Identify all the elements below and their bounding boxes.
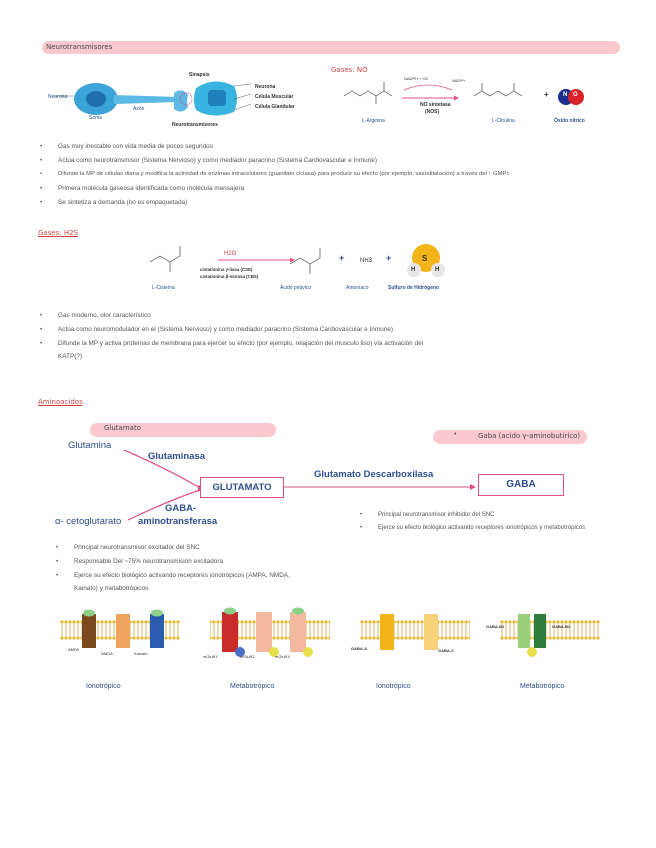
- h2s-atom-s: S: [422, 254, 428, 263]
- h2s-enzyme-1: cistationina γ-liasa (CSE): [200, 267, 253, 272]
- gaba-header-bar: [433, 430, 587, 444]
- no-reaction-diagram: [343, 82, 584, 105]
- alpha-cetoglutarato-label: α- cetoglutarato: [55, 516, 122, 527]
- mglu-label-2: mGluR2: [240, 654, 255, 659]
- gaba-at-label-1: GABA-: [165, 503, 197, 514]
- no-bullet-4: •Primera molécula gaseosa identificada c…: [40, 185, 245, 192]
- no-bullet-1: •Gas muy inestable con vida media de poc…: [40, 143, 213, 150]
- no-cofactor: NADPH + O2: [404, 76, 428, 81]
- h2s-nh3: NH3: [360, 258, 373, 264]
- gaba-bullet-2: •Ejerce su efecto biológico activando re…: [360, 525, 586, 531]
- gaba-header-bullet: •: [454, 431, 457, 438]
- label-metabotropico-2: Metabotrópico: [520, 683, 565, 690]
- h2s-bullet-2: •Actúa como neuromodulador en el (Sistem…: [40, 326, 393, 333]
- target-label-2: Célula Muscular: [255, 94, 294, 100]
- axon-label: Axón: [133, 106, 145, 112]
- h2s-reactant: L-Cisteína: [152, 285, 175, 291]
- neuron-diagram: [54, 81, 252, 116]
- glu-bullet-1: •Principal neurotransmisor excitador del…: [56, 544, 200, 551]
- h2s-atom-h-2: H: [435, 267, 440, 273]
- gaba-c-label: GABA-C: [438, 648, 454, 653]
- h2s-product-3: Sulfuro de Hidrógeno: [388, 285, 440, 291]
- gaba-header: Gaba (acido γ-aminobutírico): [478, 432, 581, 440]
- gaba-b1-label: GABA-B1: [486, 624, 505, 629]
- neuron-label: Neurona: [48, 94, 68, 100]
- glutamato-header-bar: [90, 423, 276, 437]
- h2s-bullet-4: KATP(?): [58, 353, 83, 360]
- no-enzyme-abbr: (NOS): [425, 109, 440, 115]
- glutamato-box: GLUTAMATO: [200, 477, 284, 498]
- h2s-product-2: Amoníaco: [346, 285, 369, 291]
- no-enzyme: NO sintetasa: [420, 102, 451, 108]
- h2s-plus-2: +: [386, 253, 392, 263]
- section-header-neuro: [42, 41, 620, 54]
- mglu-label-3: mGluR4: [275, 654, 290, 659]
- h2s-water: H2O: [224, 251, 237, 257]
- label-ionotropico-1: Ionotrópico: [86, 683, 121, 690]
- glu-receptor-ampa: AMPA: [68, 647, 80, 652]
- label-ionotropico-2: Ionotrópico: [376, 683, 411, 690]
- descarboxilasa-label: Glutamato Descarboxilasa: [314, 469, 434, 480]
- glutamato-header: Glutamato: [104, 424, 141, 432]
- gaba-bullet-1: •Principal neurotransmisor inhibidor del…: [360, 512, 495, 518]
- soma-label: Soma: [89, 115, 103, 121]
- glu-bullet-4: Kainato) y metabotrópicos: [74, 585, 149, 592]
- no-atom-n: N: [563, 92, 568, 98]
- section-title-no: Gases: NO: [331, 66, 368, 74]
- h2s-atom-h-1: H: [411, 267, 416, 273]
- h2s-bullet-1: •Gas moderno, olor característico: [40, 312, 151, 319]
- h2s-plus-1: +: [339, 253, 345, 263]
- glu-receptor-nmda: NMDA: [101, 651, 113, 656]
- h2s-bullet-3: •Difunde la MP y activa proteínas de mem…: [40, 340, 424, 347]
- gaba-box: GABA: [478, 474, 564, 496]
- section-title-h2s: Gases: H2S: [38, 229, 79, 237]
- section-title-aminoacidos: Aminoacidos: [38, 398, 83, 406]
- no-atom-o: O: [573, 92, 578, 98]
- section-title-neuro: Neurotransmisores: [46, 43, 113, 51]
- gaba-a-label: GABA-A: [351, 646, 367, 651]
- h2s-reaction-diagram: [149, 244, 445, 277]
- gaba-b2-label: GABA-B2: [552, 624, 571, 629]
- h2s-product-1: Ácido pirúvico: [280, 285, 312, 291]
- target-label-1: Neurona: [255, 84, 276, 90]
- no-bullet-2: •Actúa como neurotransmisor (Sistema Ner…: [40, 157, 377, 164]
- glu-bullet-2: •Responsable Del ~75% neurotransmisión e…: [56, 558, 224, 565]
- h2s-enzyme-2: cistationina β-sintasa (CBS): [200, 274, 259, 279]
- glutamina-label: Glutamina: [68, 440, 112, 451]
- glu-bullet-3: •Ejerce su efecto biológico activando re…: [56, 572, 290, 579]
- no-gas-label: Óxido nítrico: [554, 118, 585, 124]
- no-plus: +: [544, 90, 549, 99]
- no-reactant-label: L-Arginina: [362, 118, 385, 124]
- no-bullet-3: •Difunde la MP de células diana y modifi…: [40, 171, 510, 177]
- label-metabotropico-1: Metabotrópico: [230, 683, 275, 690]
- glutaminasa-label: Glutaminasa: [148, 451, 206, 462]
- glu-receptor-kainato: Kainato: [134, 651, 148, 656]
- no-product-cofactor: NADP+: [452, 78, 466, 83]
- target-label-3: Célula Glandular: [255, 104, 295, 110]
- synapse-label: Sinapsis: [189, 72, 210, 78]
- receptor-diagrams: [60, 607, 600, 657]
- mglu-label-1: mGluR1: [203, 654, 218, 659]
- no-product-label: L-Citrulina: [492, 118, 515, 124]
- no-bullet-5: •Se sintetiza a demanda (no es empaqueta…: [40, 199, 188, 206]
- neurotransmitters-label: Neurotransmisores: [172, 122, 218, 128]
- gaba-at-label-2: aminotransferasa: [138, 516, 218, 527]
